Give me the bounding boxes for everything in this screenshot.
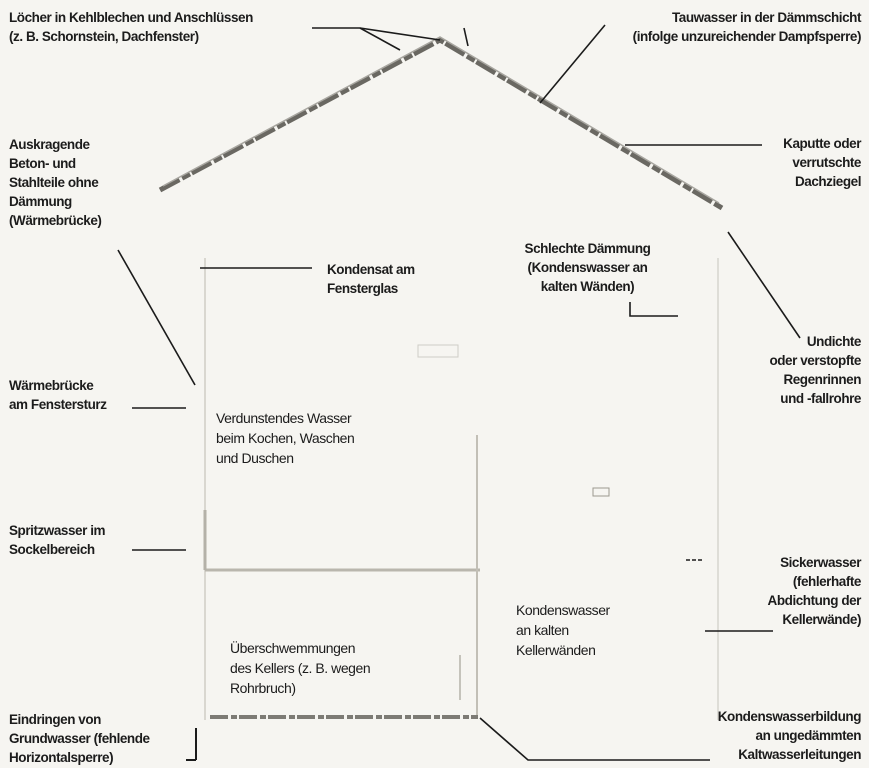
label-line: Kondenswasser (516, 602, 610, 618)
leader-kehlbleche-2 (359, 27, 441, 41)
label-line: an kalten (516, 622, 569, 638)
label-auskragende: Auskragende Beton- und Stahlteile ohne D… (9, 135, 102, 230)
label-line: kalten Wänden) (540, 279, 635, 294)
label-spritzwasser: Spritzwasser im Sockelbereich (9, 521, 105, 559)
label-line: Beton- und (9, 156, 76, 171)
label-line: (Kondenswasser an (527, 260, 648, 275)
label-sickerwasser: Sickerwasser (fehlerhafte Abdichtung der… (767, 553, 862, 629)
leader-lines (117, 24, 801, 761)
label-line: Tauwasser in der Dämmschicht (672, 10, 861, 25)
label-grundwasser: Eindringen von Grundwasser (fehlende Hor… (9, 710, 150, 767)
leader-regenrinnen (727, 231, 801, 339)
label-line: Dämmung (9, 194, 72, 209)
label-kehlbleche: Löcher in Kehlblechen und Anschlüssen (z… (9, 8, 253, 46)
label-schlechte-daemmung: Schlechte Dämmung (Kondenswasser an kalt… (500, 239, 675, 296)
label-line: verrutschte (792, 155, 861, 170)
label-line: an ungedämmten (755, 728, 862, 743)
label-line: Löcher in Kehlblechen und Anschlüssen (9, 10, 253, 25)
leader-auskragende (117, 249, 196, 386)
label-line: (infolge unzureichender Dampfsperre) (632, 29, 862, 44)
label-line: Kellerwände) (782, 612, 861, 627)
label-line: Spritzwasser im (9, 523, 106, 538)
roof (158, 36, 724, 211)
label-line: Rohrbruch) (230, 680, 296, 696)
label-kondensat-fensterglas: Kondensat am Fensterglas (327, 260, 415, 298)
label-line: (Wärmebrücke) (9, 213, 102, 228)
label-line: Kondensat am (327, 262, 415, 277)
label-line: Überschwemmungen (230, 640, 356, 656)
label-kaltwasserleitungen: Kondenswasserbildung an ungedämmten Kalt… (717, 707, 862, 764)
label-line: Kaputte oder (783, 136, 861, 151)
label-line: und -fallrohre (780, 391, 861, 406)
label-line: Fensterglas (327, 281, 398, 296)
label-regenrinnen: Undichte oder verstopfte Regenrinnen und… (769, 332, 861, 408)
label-line: Sickerwasser (780, 555, 861, 570)
label-line: Dachziegel (794, 174, 861, 189)
label-line: Regenrinnen (783, 372, 861, 387)
label-line: Schlechte Dämmung (524, 241, 651, 256)
label-line: Kaltwasserleitungen (738, 747, 861, 762)
label-line: Sockelbereich (9, 542, 95, 557)
label-line: Stahlteile ohne (9, 175, 99, 190)
label-line: des Kellers (z. B. wegen (230, 660, 371, 676)
label-line: Grundwasser (fehlende (9, 731, 150, 746)
leader-kaltwasser (479, 717, 710, 761)
label-line: Eindringen von (9, 712, 101, 727)
label-line: Abdichtung der (767, 593, 862, 608)
leader-tauwasser (539, 24, 606, 104)
label-line: Kondenswasserbildung (717, 709, 862, 724)
label-line: Horizontalsperre) (9, 750, 114, 765)
label-tauwasser: Tauwasser in der Dämmschicht (infolge un… (632, 8, 862, 46)
leader-daemmung (629, 302, 678, 317)
label-line: Auskragende (9, 137, 90, 152)
label-verdunstendes-wasser: Verdunstendes Wasser beim Kochen, Wasche… (216, 408, 355, 468)
label-line: Kellerwänden (516, 642, 596, 658)
label-fenstersturz: Wärmebrücke am Fenstersturz (9, 376, 107, 414)
label-line: beim Kochen, Waschen (216, 430, 355, 446)
label-line: oder verstopfte (769, 353, 861, 368)
house-outline (203, 258, 719, 720)
label-line: und Duschen (216, 450, 294, 466)
label-line: Undichte (806, 334, 862, 349)
label-line: (fehlerhafte (792, 574, 862, 589)
label-line: am Fenstersturz (9, 397, 107, 412)
label-kondenswasser-kellerwaende: Kondenswasser an kalten Kellerwänden (516, 600, 610, 660)
label-dachziegel: Kaputte oder verrutschte Dachziegel (783, 134, 861, 191)
label-line: Wärmebrücke (9, 378, 94, 393)
label-line: (z. B. Schornstein, Dachfenster) (9, 29, 199, 44)
leader-tauwasser-2 (463, 27, 469, 47)
label-line: Verdunstendes Wasser (216, 410, 352, 426)
label-ueberschwemmungen: Überschwemmungen des Kellers (z. B. wege… (230, 638, 371, 698)
